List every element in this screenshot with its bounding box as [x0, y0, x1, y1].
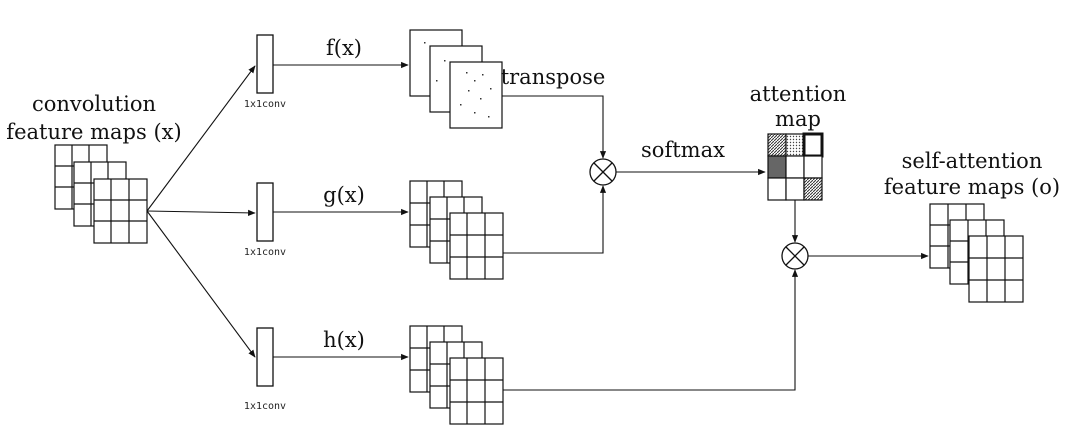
- fx-label: f(x): [326, 36, 362, 60]
- conv-f-label: 1x1conv: [244, 99, 286, 110]
- fx-feature-maps: [409, 29, 503, 129]
- output-map-3: [968, 235, 1024, 303]
- output-feature-maps: [929, 203, 1024, 303]
- hx-label: h(x): [323, 328, 365, 352]
- hx-feature-maps: [409, 325, 504, 425]
- gx-map-3: [449, 212, 504, 280]
- hx-map-3: [449, 357, 504, 425]
- conv-h-label: 1x1conv: [244, 401, 286, 412]
- edge-fx-transpose-to-mult: [502, 95, 607, 159]
- input-title-line2: feature maps (x): [6, 120, 181, 144]
- edge-hx-to-mult: [503, 269, 799, 391]
- edge-input-to-conv-g: [146, 209, 256, 216]
- attention-title-line2: map: [775, 107, 821, 131]
- multiply-op-output: [781, 242, 809, 270]
- conv-f-block: 1x1conv: [244, 34, 286, 110]
- softmax-label: softmax: [641, 138, 725, 162]
- attention-title-line1: attention: [750, 82, 847, 106]
- conv-g-label: 1x1conv: [244, 247, 286, 258]
- conv-g-block: 1x1conv: [244, 182, 286, 258]
- attention-map-grid: [767, 132, 824, 201]
- output-title-line1: self-attention: [902, 149, 1043, 173]
- input-feature-maps: [54, 144, 148, 244]
- output-title-line2: feature maps (o): [884, 175, 1060, 199]
- edge-input-to-conv-f: [146, 65, 256, 212]
- fx-map-3: [449, 61, 503, 129]
- gx-label: g(x): [323, 183, 365, 207]
- input-map-3: [93, 178, 148, 244]
- input-title-line1: convolution: [32, 92, 156, 116]
- gx-feature-maps: [409, 180, 504, 280]
- edge-input-to-conv-h: [146, 210, 256, 358]
- fx-dot-pattern: [424, 42, 492, 118]
- edge-gx-to-mult: [503, 185, 607, 254]
- multiply-op-attention: [589, 158, 617, 186]
- transpose-label: transpose: [501, 65, 606, 89]
- conv-h-block: 1x1conv: [244, 327, 286, 412]
